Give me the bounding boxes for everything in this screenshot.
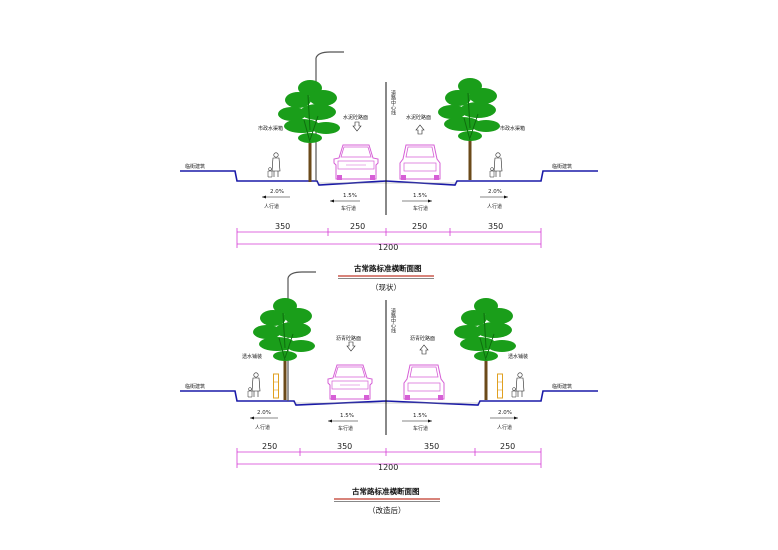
- dimension-lines: [236, 228, 542, 248]
- building-label-right: 临街建筑: [552, 163, 572, 170]
- road-label-right: 车行道: [413, 425, 428, 432]
- drain-label-right: 透水铺装: [508, 353, 528, 360]
- centerline-label: 道路中心线: [390, 307, 396, 333]
- walk-label-left: 人行道: [255, 424, 270, 431]
- slope-road-left: 1.5%: [343, 193, 357, 199]
- car-rear: [403, 364, 445, 401]
- dimension-value: 250: [412, 222, 427, 231]
- dimension-value: 250: [262, 442, 277, 451]
- slope-walk-left: 2.0%: [257, 410, 271, 416]
- dimension-lines: [236, 448, 542, 468]
- building-label-right: 临街建筑: [552, 383, 572, 390]
- road-label-right: 车行道: [413, 205, 428, 212]
- pavement-label-left: 水泥砼路面: [343, 114, 368, 121]
- drawing-title: 古常路标准横断面图: [354, 263, 422, 273]
- car-rear: [399, 144, 441, 181]
- dimension-value: 350: [424, 442, 439, 451]
- pavement-label-right: 水泥砼路面: [406, 114, 431, 121]
- arrow-down-icon: [352, 121, 362, 132]
- slope-walk-right: 2.0%: [488, 189, 502, 195]
- drain-label-left: 市政水渠箱: [258, 125, 283, 132]
- pedestrian: [247, 372, 261, 398]
- slope-road-right: 1.5%: [413, 413, 427, 419]
- dimension-value: 350: [488, 222, 503, 231]
- dimension-total: 1200: [378, 243, 398, 252]
- walk-label-right: 人行道: [497, 424, 512, 431]
- arrow-up-icon: [415, 124, 425, 135]
- bollard: [497, 373, 503, 399]
- bollard: [273, 373, 279, 399]
- dimension-value: 250: [350, 222, 365, 231]
- walk-label-right: 人行道: [487, 203, 502, 210]
- pedestrian: [489, 152, 503, 178]
- tree: [453, 297, 517, 401]
- walk-label-left: 人行道: [264, 203, 279, 210]
- pavement-label-left: 沥青砼路面: [336, 335, 361, 342]
- building-label-left: 临街建筑: [185, 383, 205, 390]
- centerline-label: 道路中心线: [390, 89, 396, 115]
- car-front: [327, 364, 373, 401]
- pedestrian: [511, 372, 525, 398]
- slope-walk-left: 2.0%: [270, 189, 284, 195]
- drawing-title: 古常路标准横断面图: [352, 486, 420, 496]
- tree: [277, 79, 341, 183]
- drain-label-left: 透水铺装: [242, 353, 262, 360]
- section-renovated: 道路中心线 临街建筑 临街建筑 透水铺装 透水铺装 沥青砼路面 沥青砼路面 2.…: [180, 271, 598, 515]
- tree: [437, 77, 501, 181]
- slope-road-right: 1.5%: [413, 193, 427, 199]
- slope-walk-right: 2.0%: [498, 410, 512, 416]
- section-current: 道路中心线 临街建筑 临街建筑 市政水渠箱 市政水渠箱 水泥砼路面 水泥砼路面 …: [180, 51, 598, 292]
- dimension-value: 250: [500, 442, 515, 451]
- car-front: [333, 144, 379, 181]
- pavement-label-right: 沥青砼路面: [410, 335, 435, 342]
- slope-road-left: 1.5%: [340, 413, 354, 419]
- arrow-up-icon: [419, 344, 429, 355]
- tree: [252, 297, 316, 401]
- arrow-down-icon: [346, 341, 356, 352]
- drawing-subtitle: （改造后）: [368, 505, 406, 515]
- pedestrian: [267, 152, 281, 178]
- drawing-subtitle: （现状）: [371, 282, 401, 292]
- road-label-left: 车行道: [338, 425, 353, 432]
- dimension-total: 1200: [378, 463, 398, 472]
- dimension-value: 350: [275, 222, 290, 231]
- road-label-left: 车行道: [341, 205, 356, 212]
- building-label-left: 临街建筑: [185, 163, 205, 170]
- drain-label-right: 市政水渠箱: [500, 125, 525, 132]
- dimension-value: 350: [337, 442, 352, 451]
